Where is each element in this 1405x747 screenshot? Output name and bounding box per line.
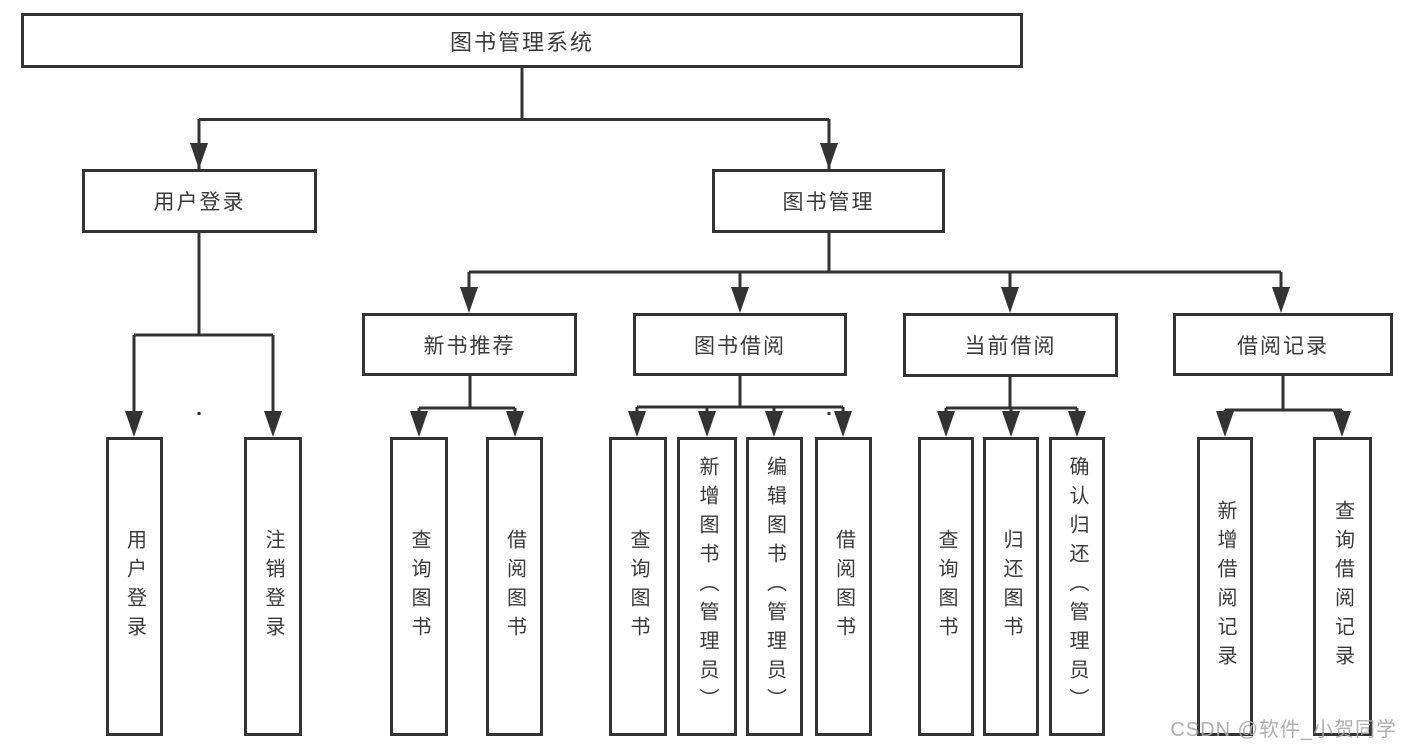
connector-borrowing-records bbox=[1223, 376, 1344, 413]
node-current-borrowing: 当前借阅 bbox=[903, 313, 1118, 377]
node-user-login: 用户登录 bbox=[82, 169, 317, 233]
connector-root-drops bbox=[197, 119, 831, 147]
node-leaf-logout: 注销登录 bbox=[244, 437, 302, 736]
node-leaf-add-borrow-record: 新增借阅记录 bbox=[1197, 437, 1253, 736]
node-leaf-query-books-recommend: 查询图书 bbox=[390, 437, 448, 736]
arrowheads bbox=[125, 143, 1351, 437]
node-borrowing-records: 借阅记录 bbox=[1173, 313, 1393, 376]
node-leaf-borrow-books: 借阅图书 bbox=[815, 437, 872, 736]
connector-book-borrowing bbox=[635, 376, 845, 413]
node-leaf-query-books-current: 查询图书 bbox=[918, 437, 974, 736]
connector-book-management bbox=[467, 233, 1283, 289]
connector-root-to-level2 bbox=[197, 68, 831, 415]
node-leaf-return-books: 归还图书 bbox=[983, 437, 1039, 736]
csdn-watermark: CSDN @软件_小贺同学 bbox=[1170, 719, 1397, 741]
node-leaf-query-books-borrowing: 查询图书 bbox=[609, 437, 667, 736]
connector-current-borrowing bbox=[944, 377, 1079, 413]
node-book-borrowing: 图书借阅 bbox=[633, 313, 847, 376]
node-leaf-confirm-return-admin: 确认归还（管理员） bbox=[1049, 437, 1105, 736]
node-book-management: 图书管理 bbox=[712, 169, 945, 233]
node-new-book-recommend: 新书推荐 bbox=[362, 313, 577, 376]
node-root: 图书管理系统 bbox=[21, 13, 1023, 68]
node-leaf-query-borrow-record: 查询借阅记录 bbox=[1313, 437, 1372, 736]
connector-new-book-recommend bbox=[417, 376, 517, 413]
node-leaf-borrow-books-recommend: 借阅图书 bbox=[486, 437, 543, 736]
node-leaf-add-books-admin: 新增图书（管理员） bbox=[677, 437, 737, 736]
connector-user-login bbox=[132, 233, 275, 413]
node-leaf-edit-books-admin: 编辑图书（管理员） bbox=[746, 437, 803, 736]
node-leaf-user-login: 用户登录 bbox=[106, 437, 163, 736]
